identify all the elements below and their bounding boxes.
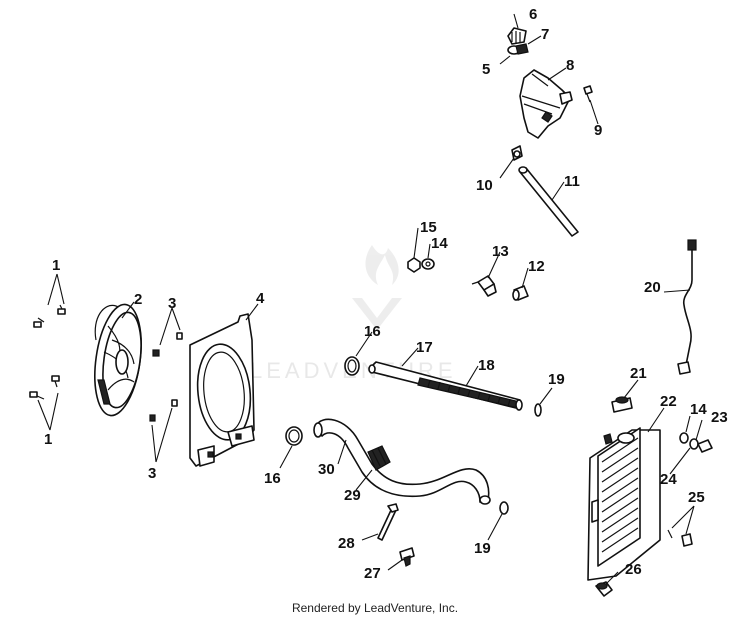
part-3-clips-lower[interactable] (149, 399, 178, 422)
callout-20: 20 (644, 279, 661, 296)
part-26-drain-plug[interactable] (595, 581, 613, 597)
callout-28: 28 (338, 535, 355, 552)
callout-16-upper: 16 (364, 323, 381, 340)
part-29-hose-sleeve[interactable] (367, 445, 391, 471)
callout-12: 12 (528, 258, 545, 275)
part-19-clamp-lower[interactable] (499, 501, 509, 515)
callout-27: 27 (364, 565, 381, 582)
callout-1-upper: 1 (52, 257, 60, 274)
callout-6: 6 (529, 6, 537, 23)
callout-7: 7 (541, 26, 549, 43)
leader-lines (37, 13, 703, 585)
callout-23: 23 (711, 409, 728, 426)
callout-13: 13 (492, 243, 509, 260)
part-28-cable-tie[interactable] (377, 503, 399, 541)
part-21-radiator-cap[interactable] (611, 396, 633, 413)
callout-1-lower: 1 (44, 431, 52, 448)
part-24-washer[interactable] (689, 438, 699, 450)
part-9-screw[interactable] (583, 85, 593, 103)
part-7-seal[interactable] (515, 43, 529, 55)
callout-21: 21 (630, 365, 647, 382)
callout-labels: 1 1 2 3 3 4 5 6 7 8 9 10 11 12 13 14 14 … (44, 6, 728, 582)
callout-15: 15 (420, 219, 437, 236)
part-14-washer-lower[interactable] (679, 432, 689, 444)
part-22-radiator[interactable] (587, 427, 661, 581)
callout-8: 8 (566, 57, 574, 74)
part-20-temp-sensor[interactable] (677, 239, 697, 375)
callout-18: 18 (478, 357, 495, 374)
part-19-clamp-upper[interactable] (534, 403, 542, 417)
callout-26: 26 (625, 561, 642, 578)
callout-19-upper: 19 (548, 371, 565, 388)
part-8-reservoir[interactable] (519, 69, 573, 139)
callout-10: 10 (476, 177, 493, 194)
part-15-nut[interactable] (407, 257, 421, 273)
part-10-clamp[interactable] (511, 145, 523, 161)
callout-14-upper: 14 (431, 235, 448, 252)
callout-3-lower: 3 (148, 465, 156, 482)
part-14-washer-upper[interactable] (421, 258, 435, 270)
part-16-clamp-upper[interactable] (344, 356, 360, 376)
part-2-cooling-fan[interactable] (88, 301, 147, 418)
callout-22: 22 (660, 393, 677, 410)
part-27-push-clip[interactable] (399, 547, 415, 567)
callout-4: 4 (256, 290, 265, 307)
part-11-hose[interactable] (518, 166, 579, 237)
callout-14-lower: 14 (690, 401, 707, 418)
callout-3-upper: 3 (168, 295, 176, 312)
callout-29: 29 (344, 487, 361, 504)
part-25-fasteners[interactable] (667, 529, 693, 547)
callout-9: 9 (594, 122, 602, 139)
part-1-screws-upper[interactable] (33, 304, 66, 328)
callout-19-lower: 19 (474, 540, 491, 557)
part-18-hose-sleeve[interactable] (417, 377, 523, 411)
part-3-clips-upper[interactable] (152, 332, 183, 357)
callout-17: 17 (416, 339, 433, 356)
part-12-bushing[interactable] (512, 285, 529, 301)
part-13-fitting[interactable] (471, 275, 497, 297)
callout-30: 30 (318, 461, 335, 478)
part-16-clamp-lower[interactable] (285, 426, 303, 446)
part-23-bolt[interactable] (697, 439, 713, 453)
part-4-fan-shroud[interactable] (189, 313, 255, 467)
part-30-lower-hose[interactable] (313, 418, 491, 505)
footer-credit: Rendered by LeadVenture, Inc. (291, 601, 459, 615)
part-6-cap[interactable] (507, 27, 527, 45)
callout-5: 5 (482, 61, 490, 78)
callout-24: 24 (660, 471, 677, 488)
callout-16-lower: 16 (264, 470, 281, 487)
part-1-screws-lower[interactable] (29, 375, 60, 400)
callout-11: 11 (564, 173, 580, 190)
callout-2: 2 (134, 291, 142, 308)
callout-25: 25 (688, 489, 705, 506)
